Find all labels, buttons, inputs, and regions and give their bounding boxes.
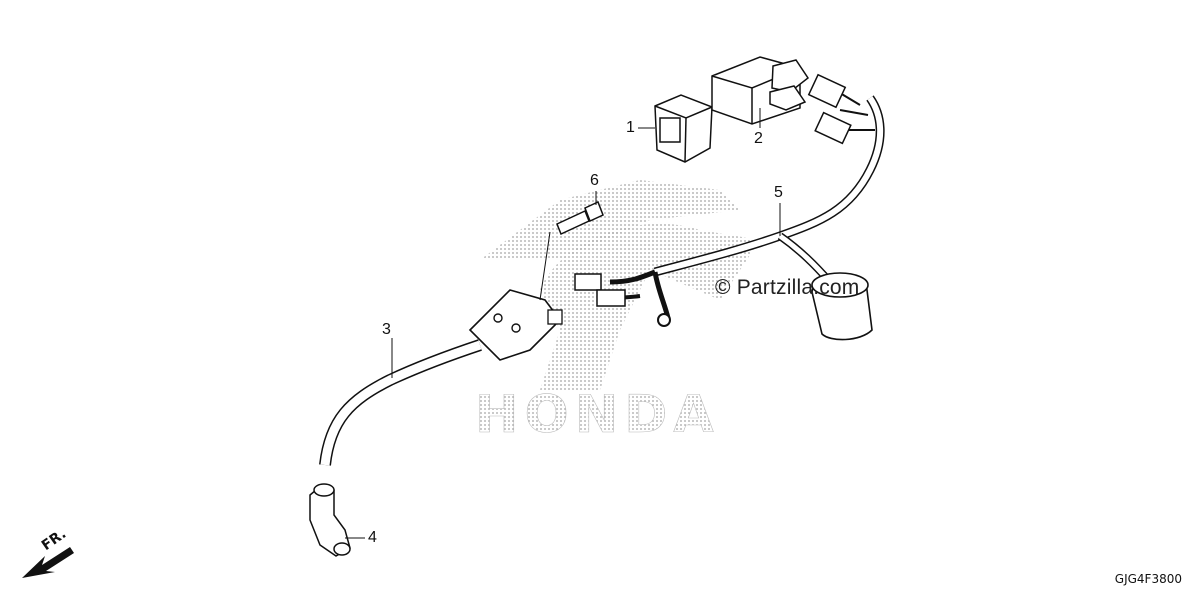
part-5-wire-harness	[574, 73, 885, 341]
callout-3: 3	[382, 321, 391, 338]
part-2-control-module	[711, 56, 810, 125]
callout-1: 1	[626, 119, 635, 136]
callout-4: 4	[368, 529, 377, 546]
honda-logo-watermark: HONDA	[475, 180, 760, 445]
callout-6: 6	[590, 172, 599, 189]
honda-logo-text: HONDA	[475, 385, 720, 445]
part-4-spark-plug-cap	[309, 483, 351, 557]
part-6-bolt	[556, 200, 604, 236]
part-1-connector-box	[654, 94, 713, 163]
partzilla-watermark: © Partzilla.com	[715, 276, 860, 299]
leader-lines	[345, 108, 781, 539]
callout-2: 2	[754, 130, 763, 147]
diagram-code: GJG4F3800	[1114, 572, 1182, 586]
callout-5: 5	[774, 184, 783, 201]
part-3-ignition-coil	[319, 289, 563, 466]
front-direction-arrow	[22, 547, 74, 578]
